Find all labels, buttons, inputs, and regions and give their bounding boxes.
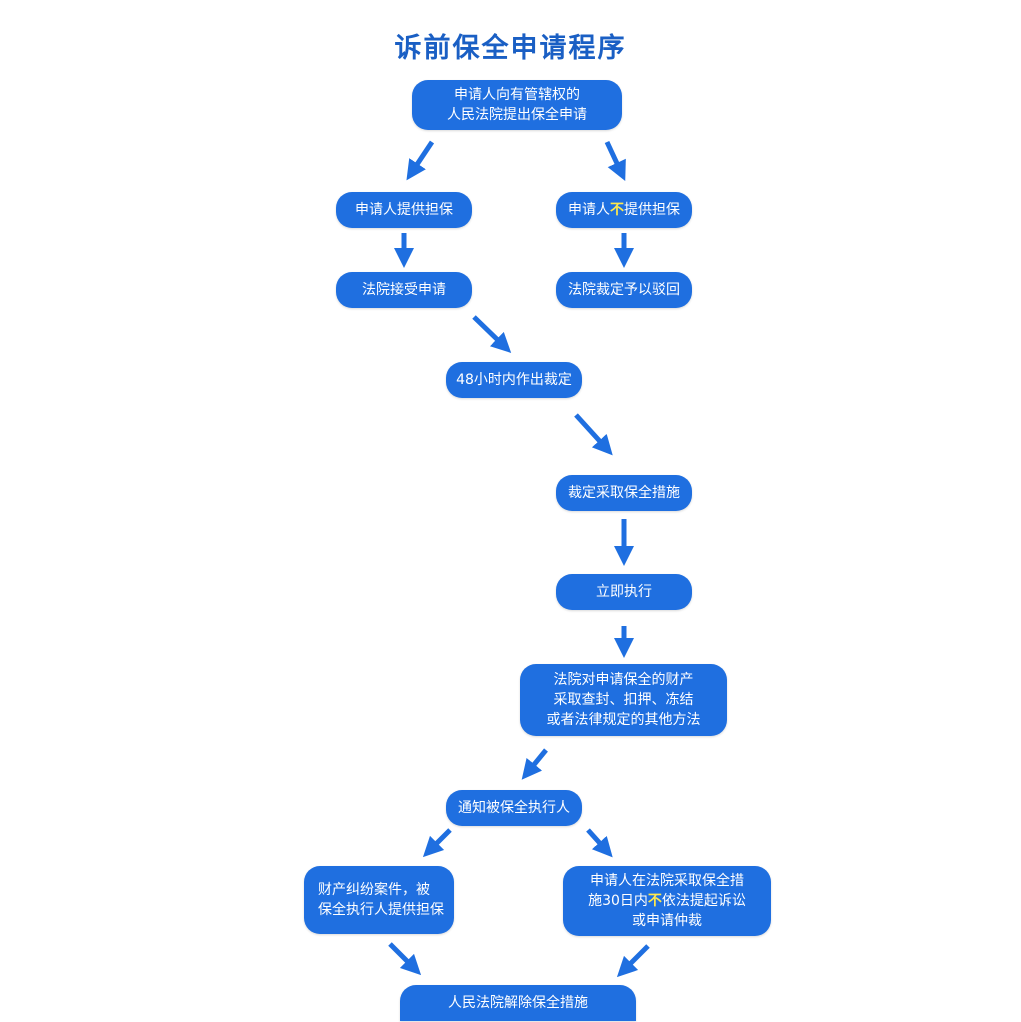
arrow-accept-to-48h: [472, 315, 512, 353]
node-provide-guarantee: 申请人提供担保: [336, 192, 472, 228]
node-ruling-48h: 48小时内作出裁定: [446, 362, 582, 398]
node-release: 人民法院解除保全措施: [400, 985, 636, 1021]
node-apply: 申请人向有管辖权的 人民法院提出保全申请: [412, 80, 622, 130]
node-no-suit-line3: 或申请仲裁: [632, 913, 702, 929]
arrow-notify-to-no-suit: [586, 828, 613, 858]
arrow-seize-to-notify: [521, 748, 548, 780]
node-dispute-line1: 财产纠纷案件，被: [318, 882, 430, 898]
arrow-apply-to-no-guarantee: [604, 140, 626, 182]
node-no-guarantee-label: 申请人不提供担保: [568, 200, 680, 220]
node-ruling-measures-label: 裁定采取保全措施: [568, 485, 680, 501]
node-no-suit-line2: 施30日内不依法提起诉讼: [588, 891, 746, 911]
node-seize-line1: 法院对申请保全的财产: [553, 672, 694, 688]
node-ruling-48h-label: 48小时内作出裁定: [456, 372, 572, 388]
node-court-accept-label: 法院接受申请: [362, 282, 446, 298]
arrow-dispute-to-release: [388, 942, 422, 976]
node-no-suit-line2-post: 依法提起诉讼: [661, 893, 746, 909]
node-apply-line2: 人民法院提出保全申请: [447, 107, 587, 123]
node-seize: 法院对申请保全的财产 采取查封、扣押、冻结 或者法律规定的其他方法: [520, 664, 727, 736]
node-seize-line3: 或者法律规定的其他方法: [546, 712, 701, 728]
node-no-guarantee: 申请人不提供担保: [556, 192, 692, 228]
node-court-reject-label: 法院裁定予以驳回: [568, 282, 680, 298]
node-execute: 立即执行: [556, 574, 692, 610]
node-notify-label: 通知被保全执行人: [458, 800, 570, 816]
node-dispute: 财产纠纷案件，被 保全执行人提供担保: [304, 866, 454, 934]
node-apply-line1: 申请人向有管辖权的: [454, 87, 580, 103]
node-no-suit-line2-pre: 施30日内: [588, 893, 648, 909]
node-no-guarantee-pre: 申请人: [568, 202, 610, 218]
node-seize-line2: 采取查封、扣押、冻结: [553, 692, 694, 708]
arrow-apply-to-guarantee: [406, 140, 435, 181]
node-no-suit-line1: 申请人在法院采取保全措: [590, 873, 744, 889]
node-no-guarantee-post: 提供担保: [624, 202, 680, 218]
node-ruling-measures: 裁定采取保全措施: [556, 475, 692, 511]
node-dispute-line2: 保全执行人提供担保: [318, 902, 444, 918]
page-title: 诉前保全申请程序: [394, 33, 627, 64]
node-execute-label: 立即执行: [596, 584, 652, 600]
node-court-accept: 法院接受申请: [336, 272, 472, 308]
arrow-notify-to-dispute: [422, 828, 452, 858]
arrow-48h-to-measures: [574, 413, 613, 456]
node-notify: 通知被保全执行人: [446, 790, 582, 826]
node-no-suit: 申请人在法院采取保全措 施30日内不依法提起诉讼 或申请仲裁: [563, 866, 771, 936]
node-no-suit-highlight: 不: [647, 893, 662, 909]
node-no-guarantee-highlight: 不: [610, 202, 624, 218]
node-court-reject: 法院裁定予以驳回: [556, 272, 692, 308]
arrow-no-suit-to-release: [616, 944, 650, 978]
node-provide-guarantee-label: 申请人提供担保: [355, 202, 453, 218]
node-release-label: 人民法院解除保全措施: [448, 995, 588, 1011]
